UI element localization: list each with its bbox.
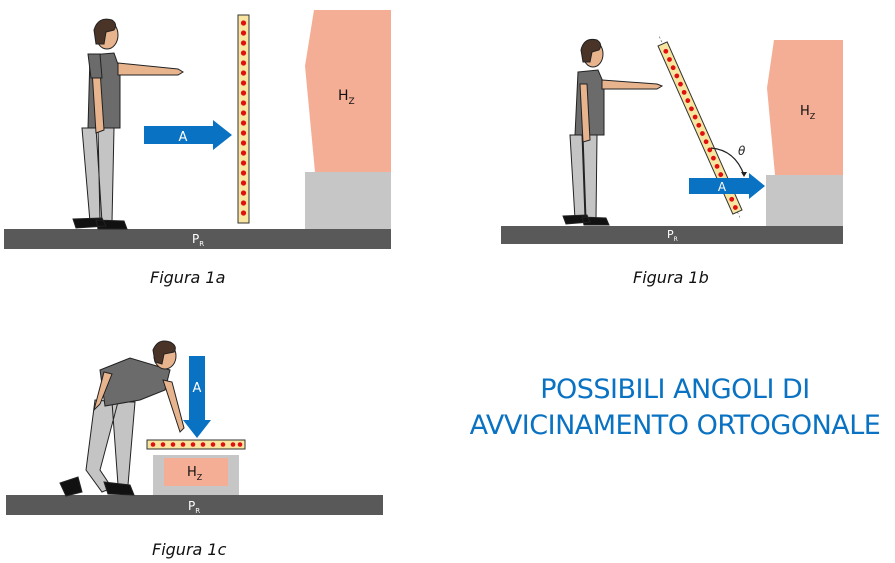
- approach-arrow: [183, 356, 211, 438]
- hazard-zone: [164, 458, 228, 486]
- light-curtain-barrier: [237, 14, 250, 224]
- angle-arrowhead: [741, 172, 747, 177]
- angle-label: θ: [738, 144, 746, 158]
- floor-slab: [501, 226, 843, 244]
- floor-label: PR: [188, 499, 200, 515]
- figure-1a-drawing: A HZ PR: [4, 10, 391, 249]
- figure-1b: A θ HZ PR Figura 1b: [501, 36, 843, 287]
- person-standing: [72, 18, 184, 230]
- floor-slab: [6, 495, 383, 515]
- caption-figure-1b: Figura 1b: [633, 268, 709, 287]
- arrow-label: A: [718, 180, 727, 194]
- light-curtain-dots: [150, 442, 243, 447]
- hazard-zone: [767, 40, 843, 175]
- figure-1c: A HZ PR Figura 1c: [0, 330, 400, 563]
- arrow-label: A: [193, 381, 202, 396]
- figure-1a: A HZ PR Figura 1a: [0, 0, 400, 287]
- hazard-label: HZ: [187, 465, 203, 482]
- caption-figure-1c: Figura 1c: [152, 540, 227, 559]
- hazard-base: [305, 172, 391, 229]
- diagram-title: POSSIBILI ANGOLI DI AVVICINAMENTO ORTOGO…: [455, 372, 895, 444]
- light-curtain-dots: [240, 20, 247, 216]
- title-line-2: AVVICINAMENTO ORTOGONALE: [469, 410, 881, 441]
- arrow-label: A: [179, 130, 188, 145]
- hazard-zone: [305, 10, 391, 172]
- hazard-base: [766, 175, 843, 226]
- approach-arrow: [144, 120, 232, 150]
- person-standing: [562, 39, 664, 226]
- floor-label: PR: [192, 232, 204, 248]
- light-curtain-barrier: [146, 439, 246, 450]
- figure-1c-drawing: A HZ PR: [6, 340, 383, 515]
- title-line-1: POSSIBILI ANGOLI DI: [540, 374, 810, 405]
- figure-1b-drawing: A θ HZ PR: [501, 36, 843, 244]
- hazard-label: HZ: [338, 88, 355, 107]
- hazard-label: HZ: [800, 104, 816, 121]
- floor-label: PR: [667, 228, 678, 243]
- angle-arc: [710, 147, 745, 176]
- person-bending: [59, 340, 185, 497]
- floor-slab: [4, 229, 391, 249]
- caption-figure-1a: Figura 1a: [150, 268, 226, 287]
- approach-arrow: [689, 173, 765, 199]
